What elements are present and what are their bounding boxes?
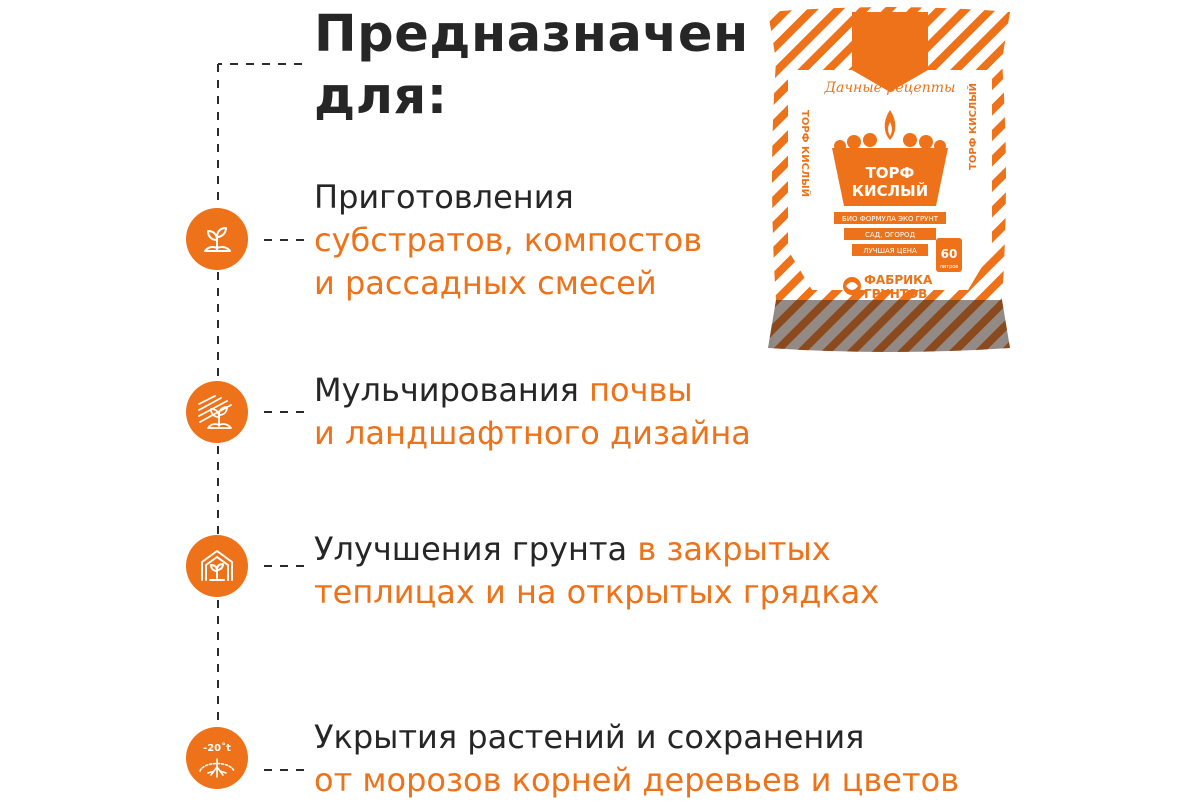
purpose-line: теплицах и на открытых грядках — [314, 571, 879, 614]
brand-name: Дачные рецепты — [824, 80, 956, 96]
purpose-item-frost-protection: Укрытия растений и сохранения от морозов… — [314, 716, 959, 802]
product-name-line-1: ТОРФ — [866, 164, 915, 182]
purpose-item-mulching: Мульчирования почвы и ландшафтного дизай… — [314, 369, 751, 455]
frost-roots-icon: -20˚t — [186, 727, 248, 789]
purpose-line: от морозов корней деревьев и цветов — [314, 759, 959, 802]
side-label-left: ТОРФ КИСЛЫЙ — [799, 110, 812, 197]
purpose-item-substrates: Приготовления субстратов, компостов и ра… — [314, 176, 702, 305]
page-title: Предназначен для: — [314, 4, 749, 128]
mulch-sprout-icon — [186, 381, 248, 443]
side-label-right: ТОРФ КИСЛЫЙ — [966, 83, 979, 170]
timeline-connector — [217, 63, 306, 771]
purpose-text: Улучшения грунта — [314, 530, 638, 568]
purpose-line: субстратов, компостов — [314, 219, 702, 262]
maker-logo: ФАБРИКА ГРУНТОВ — [843, 273, 933, 301]
purpose-text-accent: почвы — [589, 371, 693, 409]
product-tag-1: БИО ФОРМУЛА ЭКО ГРУНТ — [842, 215, 939, 223]
volume-badge: 60 литров — [936, 238, 962, 272]
purpose-text-accent: субстратов, компостов — [314, 221, 703, 259]
purpose-text: Укрытия растений и сохранения — [314, 718, 865, 756]
purpose-text-accent: теплицах и на открытых грядках — [314, 573, 880, 611]
product-tag-2: САД, ОГОРОД — [865, 231, 916, 239]
brand-logo: Дачные рецепты — [824, 56, 956, 96]
frost-temperature-label: -20˚t — [203, 742, 231, 754]
purpose-text-accent: и рассадных смесей — [314, 264, 657, 302]
purpose-text-accent: в закрытых — [637, 530, 831, 568]
purpose-text: Мульчирования — [314, 371, 590, 409]
purpose-item-soil-improvement: Улучшения грунта в закрытых теплицах и н… — [314, 528, 879, 614]
page-title-line-2: для: — [314, 67, 448, 126]
purpose-line: и рассадных смесей — [314, 262, 702, 305]
maker-name-line-2: ГРУНТОВ — [864, 287, 927, 301]
volume-value: 60 — [941, 247, 958, 261]
purpose-line: Улучшения грунта в закрытых — [314, 528, 879, 571]
product-package-image: Дачные рецепты ТОРФ КИСЛЫЙ БИО ФОРМУЛА Э… — [768, 7, 1010, 352]
purpose-text-accent: от морозов корней деревьев и цветов — [314, 761, 960, 799]
purpose-line: Мульчирования почвы — [314, 369, 751, 412]
maker-name-line-1: ФАБРИКА — [864, 273, 933, 287]
sprout-in-soil-icon — [186, 208, 248, 270]
page-title-line-1: Предназначен — [314, 5, 749, 64]
product-tag-3: ЛУЧШАЯ ЦЕНА — [863, 247, 917, 255]
greenhouse-icon — [186, 535, 248, 597]
purpose-text: Приготовления — [314, 178, 574, 216]
purpose-line: Укрытия растений и сохранения — [314, 716, 959, 759]
purpose-line: и ландшафтного дизайна — [314, 412, 751, 455]
purpose-text-accent: и ландшафтного дизайна — [314, 414, 751, 452]
product-name-line-2: КИСЛЫЙ — [852, 181, 928, 200]
purpose-line: Приготовления — [314, 176, 702, 219]
volume-unit: литров — [940, 264, 959, 270]
